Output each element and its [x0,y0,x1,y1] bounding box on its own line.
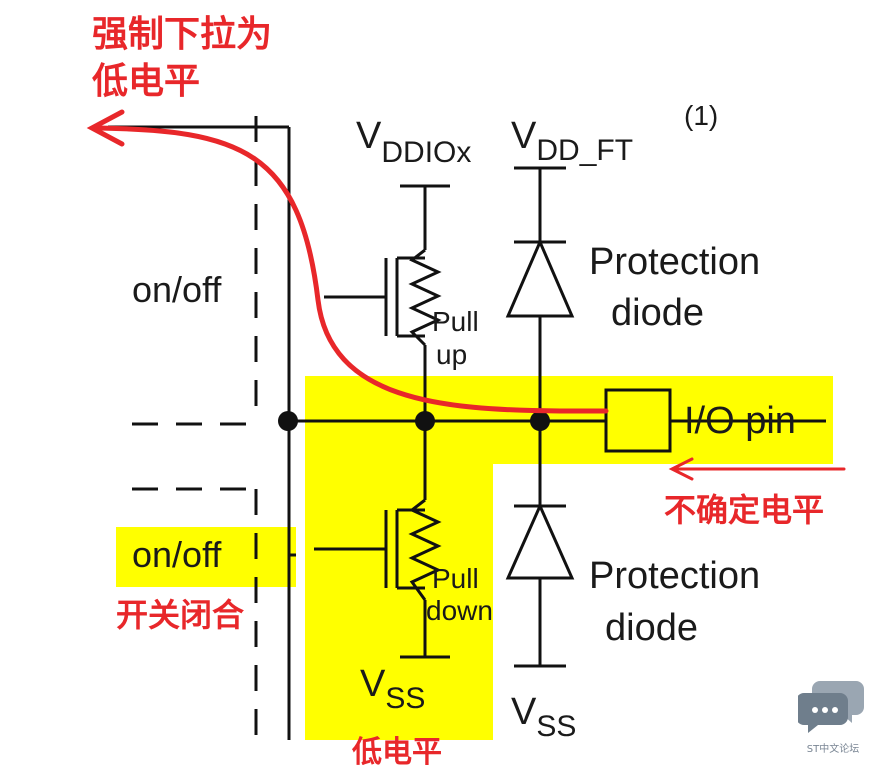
pull-down-label-1: Pull [432,563,479,594]
pull-up-label-1: Pull [432,306,479,337]
top-protection-diode [505,238,575,318]
red-annotations [86,109,846,481]
pull-down-note-line1: 强制下拉为 [92,13,272,55]
pull-down-path-arrow [92,125,609,414]
resistor-zigzags [408,248,442,601]
bottom-protection-diode [505,502,575,580]
vdd-ft-note: (1) [684,100,718,131]
diode-top-label-1: Protection [589,241,760,283]
junction-dots [278,411,550,431]
chinese-annotations: 强制下拉为 低电平 不确定电平 开关闭合 低电平 [92,13,824,765]
pull-down-label-2: down [426,595,493,626]
io-pin-label: I/O pin [684,400,796,442]
watermark-text: ST中文论坛 [806,744,860,755]
undetermined-level-label: 不确定电平 [664,491,824,529]
low-level-bottom-label: 低电平 [351,735,442,765]
switch-top-label: on/off [132,269,222,310]
switch-bottom-label: on/off [132,534,222,575]
protection-diodes [505,238,575,580]
diode-bottom-label-1: Protection [589,555,760,597]
watermark: ST中文论坛 [798,675,868,759]
pull-down-resistor [408,498,442,601]
pull-up-resistor [408,248,442,347]
vdd-ft-label: VDD_FT [511,115,633,167]
switch-closed-label: 开关闭合 [116,596,244,634]
vddiox-label: VDDIOx [356,115,471,169]
pull-up-label-2: up [436,339,467,370]
vss-right-label: VSS [511,691,576,743]
io-pin-pad [604,388,672,453]
chat-bubbles-icon [798,681,864,733]
pull-down-note-line2: 低电平 [92,60,200,102]
vss-left-label: VSS [360,663,425,715]
switch-dashed-lines [132,116,258,740]
diode-bottom-label-2: diode [605,607,698,649]
circuit-labels: VDDIOx VDD_FT (1) on/off on/off Pull up … [132,100,796,743]
diode-top-label-2: diode [611,292,704,334]
